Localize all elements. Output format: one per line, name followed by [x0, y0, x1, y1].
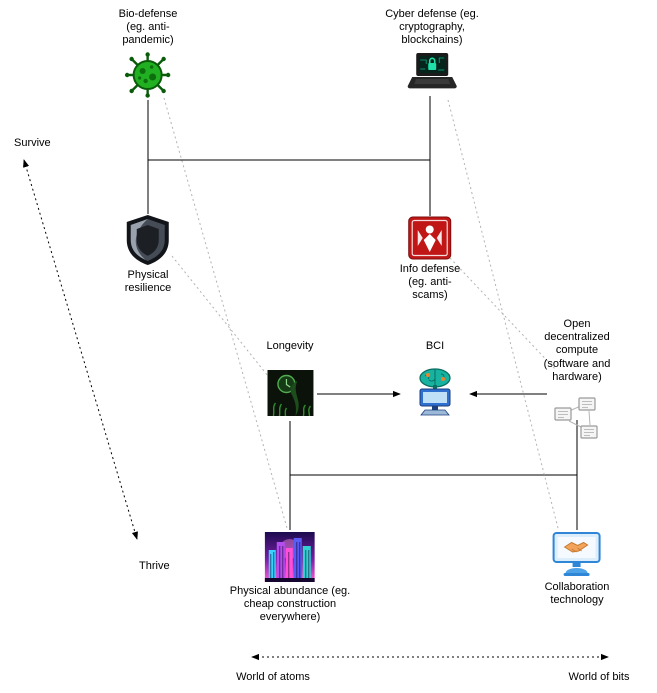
- world-of-bits-axis-label: World of bits: [568, 671, 630, 683]
- physical-resilience-label: Physical resilience: [124, 269, 172, 295]
- brain-computer-icon: [419, 368, 451, 416]
- edge-resilience-to-longevity-dotted: [171, 255, 269, 377]
- edge-info-to-compute-dotted: [449, 257, 557, 371]
- info-defense-icon: [408, 216, 452, 260]
- cyber-defense-label: Cyber defense (eg. cryptography, blockch…: [385, 8, 479, 47]
- thrive-axis-label: Thrive: [139, 560, 170, 572]
- edge-bio-to-abundance-dotted: [163, 97, 288, 529]
- survive-axis-label: Survive: [14, 137, 51, 149]
- node-physical-resilience: Physical resilience: [125, 214, 171, 295]
- axes: [23, 159, 609, 661]
- neon-city-icon: [265, 532, 315, 582]
- dotted-edges: [163, 97, 559, 529]
- bio-defense-label: Bio-defense (eg. anti- pandemic): [118, 8, 178, 47]
- shield-icon: [127, 215, 169, 265]
- info-defense-label: Info defense (eg. anti- scams): [399, 263, 461, 302]
- node-open-decentralized-compute: Open decentralized compute (software and…: [537, 318, 617, 442]
- node-collaboration-technology: Collaboration technology: [544, 532, 610, 607]
- laptop-lock-icon: [407, 52, 457, 88]
- node-bio-defense: Bio-defense (eg. anti- pandemic): [118, 8, 178, 98]
- collaboration-technology-label: Collaboration technology: [544, 581, 610, 607]
- survive-thrive-axis: [23, 159, 138, 540]
- node-bci: BCI: [407, 340, 463, 418]
- node-longevity: Longevity: [266, 340, 314, 417]
- monitor-handshake-icon: [552, 532, 601, 576]
- node-physical-abundance: Physical abundance (eg. cheap constructi…: [230, 532, 350, 625]
- node-info-defense: Info defense (eg. anti- scams): [399, 216, 461, 303]
- circuit-boards-icon: [554, 397, 598, 439]
- bci-label: BCI: [425, 340, 445, 352]
- open-decentralized-compute-label: Open decentralized compute (software and…: [543, 318, 611, 383]
- longevity-icon: [267, 370, 313, 417]
- solid-edges: [147, 96, 578, 530]
- edge-cyber-to-collab-dotted: [447, 99, 559, 529]
- virus-icon: [125, 51, 171, 98]
- world-of-atoms-axis-label: World of atoms: [236, 671, 310, 683]
- longevity-label: Longevity: [266, 340, 314, 352]
- node-cyber-defense: Cyber defense (eg. cryptography, blockch…: [385, 8, 479, 94]
- physical-abundance-label: Physical abundance (eg. cheap constructi…: [229, 585, 351, 624]
